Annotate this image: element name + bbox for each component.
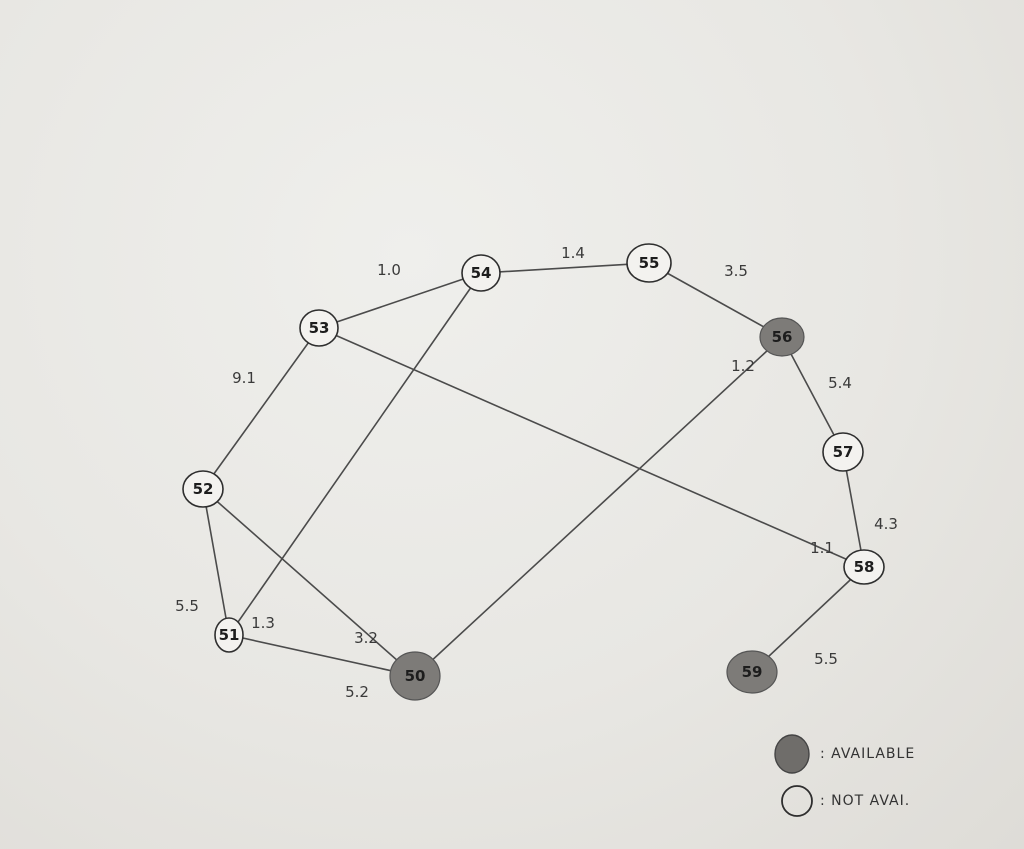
node-50-label: 50	[405, 667, 426, 685]
node-56: 56	[759, 317, 805, 357]
node-59-label: 59	[742, 663, 763, 681]
edge-50-56	[414, 336, 783, 677]
legend-item-available: : AVAILABLE	[774, 734, 915, 774]
edge-weights-layer: 1.0 1.4 3.5 9.1 5.4 1.2 4.3 1.1 5.5 1.3 3.2 5.2 5.5	[175, 244, 898, 701]
node-56-circle	[759, 317, 805, 357]
edge-53-58	[318, 327, 865, 568]
edge-weight-58-59: 5.5	[814, 650, 838, 668]
node-53: 53	[299, 309, 339, 347]
node-54: 54	[461, 254, 501, 292]
edges-layer	[202, 262, 865, 677]
node-51-circle	[214, 617, 244, 653]
node-50: 50	[389, 651, 441, 701]
edge-58-59	[751, 566, 865, 673]
node-55-label: 55	[639, 254, 660, 272]
node-59: 59	[726, 650, 778, 694]
node-50-circle	[389, 651, 441, 701]
legend-available-label: : AVAILABLE	[820, 746, 915, 762]
node-53-circle	[299, 309, 339, 347]
edge-weight-51-54: 1.3	[251, 614, 275, 632]
edge-weight-53-54: 1.0	[377, 261, 401, 279]
node-55-circle	[626, 243, 672, 283]
node-57-label: 57	[833, 443, 854, 461]
edge-weight-56-57: 5.4	[828, 374, 852, 392]
edge-52-53	[202, 327, 320, 490]
node-55: 55	[626, 243, 672, 283]
legend: : AVAILABLE : NOT AVAI.	[774, 734, 915, 817]
nodes-layer: 50 51 52 53 54 55 56 57 58 59	[182, 243, 885, 701]
edge-weight-51-52: 5.5	[175, 597, 199, 615]
edge-53-54	[318, 272, 482, 329]
edge-54-55	[480, 262, 650, 274]
node-51: 51	[214, 617, 244, 653]
legend-not-available-label: : NOT AVAI.	[820, 793, 910, 809]
node-52: 52	[182, 470, 224, 508]
edge-56-57	[781, 336, 844, 453]
edge-weight-52-53: 9.1	[232, 369, 256, 387]
legend-not-available-swatch	[781, 785, 813, 817]
legend-item-not-available: : NOT AVAI.	[781, 785, 910, 817]
edge-51-52	[202, 488, 230, 636]
edge-weight-50-52: 3.2	[354, 629, 378, 647]
node-58-label: 58	[854, 558, 875, 576]
legend-available-swatch	[774, 734, 810, 774]
edge-weight-57-58: 4.3	[874, 515, 898, 533]
node-54-circle	[461, 254, 501, 292]
node-57: 57	[822, 432, 864, 472]
node-58: 58	[843, 549, 885, 585]
node-57-circle	[822, 432, 864, 472]
node-56-label: 56	[772, 328, 793, 346]
edge-weight-50-51: 5.2	[345, 683, 369, 701]
edge-weight-54-55: 1.4	[561, 244, 585, 262]
node-54-label: 54	[471, 264, 492, 282]
edge-50-51	[228, 634, 416, 677]
edge-weight-53-58: 1.1	[810, 539, 834, 557]
edge-51-54	[228, 272, 482, 636]
node-52-label: 52	[193, 480, 214, 498]
edge-weight-55-56: 3.5	[724, 262, 748, 280]
edge-weight-50-56: 1.2	[731, 357, 755, 375]
node-58-circle	[843, 549, 885, 585]
node-51-label: 51	[219, 626, 240, 644]
node-52-circle	[182, 470, 224, 508]
edge-55-56	[648, 262, 783, 338]
node-59-circle	[726, 650, 778, 694]
node-53-label: 53	[309, 319, 330, 337]
edge-50-52	[202, 488, 416, 677]
